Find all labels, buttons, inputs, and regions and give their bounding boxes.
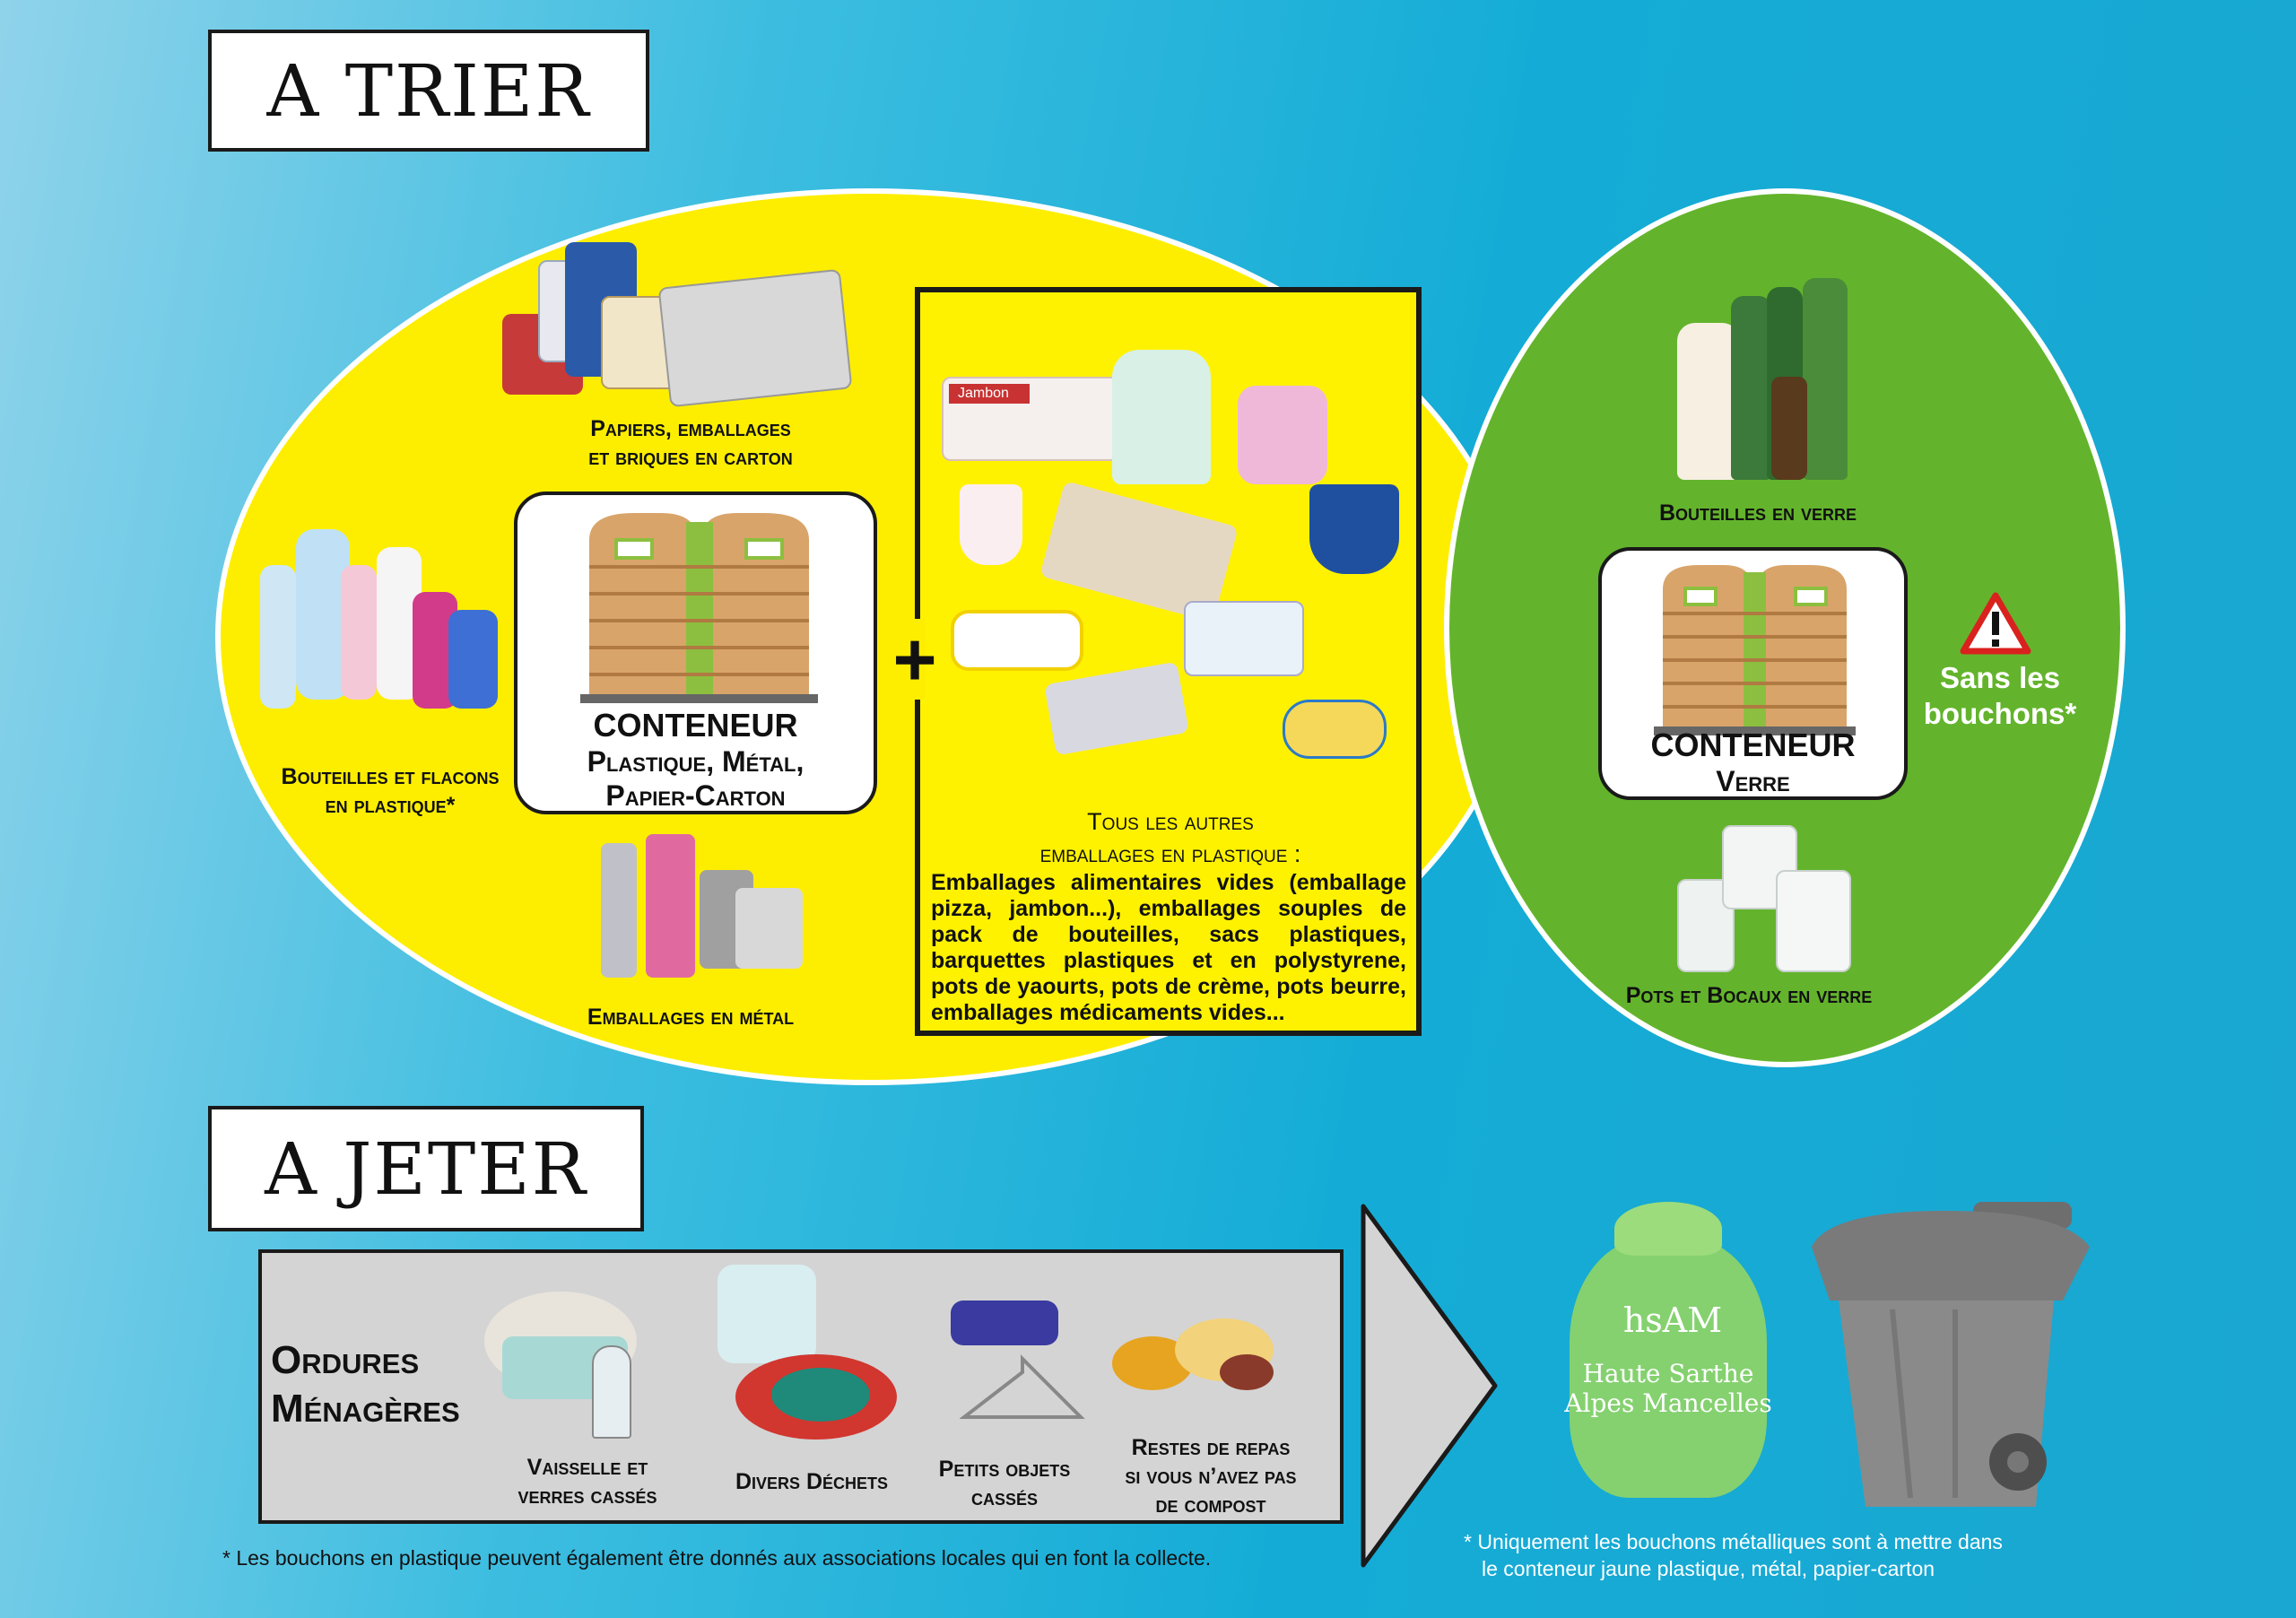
- yellow-container-sub2: Papier-Carton: [605, 779, 786, 812]
- other-plastics-title: Tous les autres emballages en plastique …: [1039, 808, 1301, 867]
- household-waste-title: Ordures Ménagères: [271, 1338, 460, 1431]
- yellow-container-sub1: Plastique, Métal,: [587, 745, 804, 778]
- glass-container-title: CONTENEUR: [1650, 726, 1856, 763]
- misc-waste-image: [718, 1265, 906, 1444]
- bag-logo-mark: hsAM: [1622, 1300, 1723, 1340]
- garbage-bag-image: hsAM Haute Sarthe Alpes Mancelles: [1552, 1202, 1785, 1498]
- box-gap: [908, 619, 926, 700]
- paper-caption: Papiers, emballages et briques en carton: [588, 416, 793, 470]
- warning-icon: [1960, 592, 2031, 655]
- other-plastics-description: Emballages alimentaires vides (emballage…: [931, 870, 1406, 1025]
- left-footnote: * Les bouchons en plastique peuvent égal…: [222, 1546, 1212, 1570]
- arrow-right-icon: [1361, 1204, 1498, 1568]
- sort-title-text: A TRIER: [266, 48, 591, 133]
- waste-item-misc: Divers Déchets: [735, 1469, 889, 1494]
- waste-item-dishes: Vaisselle et verres cassés: [517, 1455, 657, 1509]
- metal-packaging-image: [592, 825, 807, 987]
- plus-sign: +: [892, 617, 937, 701]
- throw-section-title: A JETER: [208, 1106, 644, 1231]
- glass-container-sub: Verre: [1716, 765, 1790, 797]
- glass-jars-caption: Pots et Bocaux en verre: [1625, 983, 1873, 1008]
- glass-bottles-image: [1668, 278, 1883, 484]
- waste-item-small-objects: Petits objets cassés: [938, 1457, 1071, 1510]
- bag-logo-text-2: Alpes Mancelles: [1564, 1388, 1772, 1418]
- yellow-bin-icon: [580, 513, 818, 703]
- glass-container-card: CONTENEUR Verre: [1598, 547, 1908, 800]
- ham-pack-image: Jambon: [942, 377, 1125, 461]
- right-footnote: * Uniquement les bouchons métalliques so…: [1464, 1530, 2003, 1580]
- waste-item-food: Restes de repas si vous n’avez pas de co…: [1125, 1435, 1297, 1518]
- small-objects-image: [942, 1300, 1094, 1426]
- yellow-container-card: CONTENEUR Plastique, Métal, Papier-Carto…: [514, 491, 877, 814]
- food-scraps-image: [1112, 1318, 1283, 1399]
- glass-bin-icon: [1654, 565, 1856, 735]
- bag-logo-text-1: Haute Sarthe: [1582, 1359, 1754, 1388]
- no-caps-warning: Sans les bouchons*: [1923, 661, 2077, 730]
- metal-caption: Emballages en métal: [587, 1005, 795, 1030]
- broken-dishes-image: [484, 1283, 655, 1444]
- throw-title-text: A JETER: [265, 1127, 587, 1211]
- glass-bottles-caption: Bouteilles en verre: [1659, 500, 1857, 526]
- sort-section-title: A TRIER: [208, 30, 649, 152]
- wheelie-bin-icon: [1812, 1202, 2090, 1507]
- paper-cardboard-image: [484, 242, 861, 408]
- plastic-bottles-image: [251, 511, 502, 718]
- yellow-container-title: CONTENEUR: [593, 707, 798, 744]
- plastic-bottles-caption: Bouteilles et flacons en plastique*: [281, 764, 500, 818]
- other-plastics-images: Jambon: [933, 332, 1408, 762]
- glass-jars-image: [1668, 825, 1857, 978]
